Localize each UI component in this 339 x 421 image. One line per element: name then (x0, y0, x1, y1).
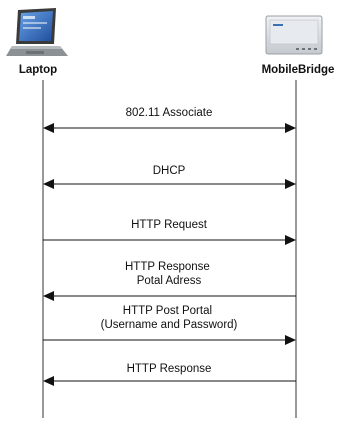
message-dhcp: DHCP (43, 165, 296, 189)
arrowhead-left (43, 179, 54, 189)
arrowhead-left (43, 291, 54, 301)
message-label-line: (Username and Password) (101, 319, 238, 331)
message-label: 802.11 Associate (126, 107, 213, 119)
router-icon (265, 15, 323, 55)
message-label: HTTP Request (131, 219, 208, 231)
arrowhead-left (43, 123, 54, 133)
message-label: HTTP Response (127, 363, 212, 375)
mobilebridge-label: MobileBridge (262, 64, 335, 76)
message-label: HTTP Response Potal Adress (125, 261, 213, 287)
message-http-response-portal-address: HTTP Response Potal Adress (43, 261, 296, 301)
message-802-11-associate: 802.11 Associate (43, 107, 296, 133)
laptop-icon (6, 8, 68, 56)
message-http-response: HTTP Response (43, 363, 296, 386)
message-label-line: HTTP Response (125, 261, 210, 273)
message-label: DHCP (153, 165, 186, 177)
message-label: HTTP Post Portal (Username and Password) (101, 305, 238, 331)
arrowhead-right (285, 123, 296, 133)
message-http-request: HTTP Request (43, 219, 296, 245)
arrowhead-left (43, 376, 54, 386)
message-label-line: 802.11 Associate (126, 107, 213, 119)
message-http-post-portal: HTTP Post Portal (Username and Password) (43, 305, 296, 345)
message-label-line: DHCP (153, 165, 186, 177)
message-label-line: Potal Adress (137, 275, 202, 287)
arrowhead-right (285, 235, 296, 245)
arrowhead-right (285, 335, 296, 345)
message-label-line: HTTP Response (127, 363, 212, 375)
message-label-line: HTTP Request (131, 219, 208, 231)
arrowhead-right (285, 179, 296, 189)
message-label-line: HTTP Post Portal (123, 305, 212, 317)
laptop-label: Laptop (19, 64, 57, 76)
